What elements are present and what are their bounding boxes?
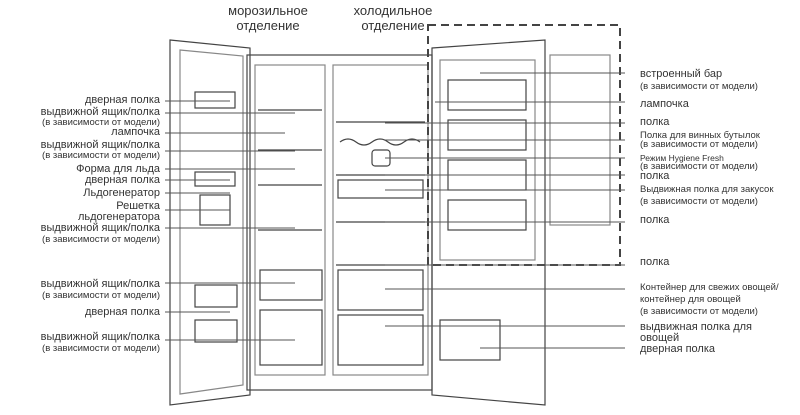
wine-rack: [339, 138, 421, 146]
label-drawer-shelf: выдвижной ящик/полка: [40, 331, 160, 343]
label-ice-grate-2: льдогенератора: [77, 211, 160, 223]
label-lamp: лампочка: [640, 98, 689, 110]
label-note: (в зависимости от модели): [640, 196, 758, 207]
freezer-door: [169, 39, 251, 406]
label-snack-shelf: Выдвижная полка для закусок: [640, 184, 774, 195]
label-drawer-shelf: выдвижной ящик/полка: [40, 139, 160, 151]
label-ice-maker: Льдогенератор: [83, 187, 160, 199]
label-drawer-shelf: выдвижной ящик/полка: [40, 278, 160, 290]
label-note: (в зависимости от модели): [42, 234, 160, 245]
label-shelf: полка: [640, 170, 670, 182]
label-note: (в зависимости от модели): [640, 81, 758, 92]
label-hygiene-fresh: Режим Hygiene Fresh: [640, 153, 724, 163]
label-vegetable-container: Контейнер для свежих овощей/: [640, 282, 779, 293]
label-note: (в зависимости от модели): [640, 306, 758, 317]
fridge-compartment: [332, 64, 429, 376]
label-built-in-bar: встроенный бар: [640, 68, 723, 80]
fridge-header-line1: холодильное: [353, 3, 433, 18]
built-in-bar: [439, 59, 536, 261]
label-vegetable-container-2: контейнер для овощей: [640, 294, 741, 305]
fridge-header-line2: отделение: [361, 18, 425, 33]
freezer-compartment: [254, 64, 326, 376]
label-note: (в зависимости от модели): [640, 139, 758, 150]
label-door-shelf: дверная полка: [640, 343, 716, 355]
label-door-shelf: дверная полка: [84, 306, 160, 318]
freezer-header-line2: отделение: [236, 18, 300, 33]
label-shelf: полка: [640, 116, 670, 128]
label-ice-tray: Форма для льда: [76, 163, 160, 175]
label-vegetable-shelf: выдвижная полка для: [640, 321, 752, 333]
label-shelf: полка: [640, 256, 670, 268]
label-wine-shelf: Полка для винных бутылок: [640, 130, 760, 141]
label-note: (в зависимости от модели): [42, 290, 160, 301]
label-note: (в зависимости от модели): [42, 343, 160, 354]
label-note: (в зависимости от модели): [42, 150, 160, 161]
label-lamp: лампочка: [111, 126, 160, 138]
label-note: (в зависимости от модели): [640, 161, 758, 172]
label-note: (в зависимости от модели): [42, 117, 160, 128]
label-shelf: полка: [640, 214, 670, 226]
label-ice-grate: Решетка: [116, 200, 160, 212]
fridge-door: [431, 39, 546, 406]
bar-outline: [427, 24, 621, 266]
label-drawer-shelf: выдвижной ящик/полка: [40, 222, 160, 234]
label-drawer-shelf: выдвижной ящик/полка: [40, 106, 160, 118]
leader-lines: [165, 72, 625, 349]
label-vegetable-shelf-2: овощей: [640, 332, 680, 344]
label-door-shelf: дверная полка: [84, 174, 160, 186]
label-door-shelf: дверная полка: [84, 94, 160, 106]
freezer-header-line1: морозильное: [228, 3, 308, 18]
